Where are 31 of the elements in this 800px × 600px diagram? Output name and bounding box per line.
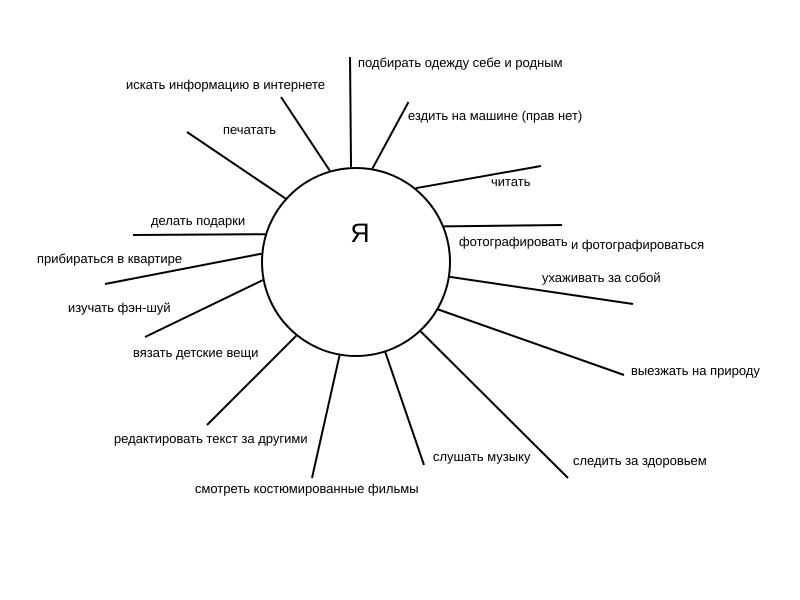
branch-text: фотографировать и фотографироваться (459, 236, 704, 252)
branch-line (280, 96, 331, 172)
branch-line (311, 355, 340, 478)
branch-line (384, 352, 425, 466)
branch-line (444, 224, 562, 228)
branch-text: редактировать текст за другими (114, 436, 307, 446)
branch-text: следить за здоровьем (573, 458, 706, 468)
branch-text: ухаживать за собой (542, 272, 660, 285)
branch-text: выезжать на природу (632, 368, 760, 378)
branch-line (450, 276, 634, 305)
branch-text: искать информацию в интернете (126, 80, 324, 92)
branch-line (144, 279, 264, 338)
branch-text: печатать (224, 127, 276, 134)
branch-line (186, 131, 286, 200)
branch-text: вязать детские вещи (134, 350, 258, 360)
branch-text: подбирать одежду себе и родным (358, 57, 562, 70)
branch-line (133, 233, 266, 236)
branch-text: слушать музыку (433, 454, 530, 464)
branch-text: прибираться в квартире (38, 253, 182, 266)
branch-line (420, 330, 569, 479)
branch-line (206, 335, 297, 426)
branch-line (349, 57, 352, 168)
branch-line (438, 308, 624, 376)
branch-text: изучать фэн-шуй (68, 302, 170, 315)
branch-text: делать подарки (151, 218, 244, 228)
branch-text: ездить на машине (прав нет) (408, 110, 582, 123)
branch-line (372, 102, 410, 169)
branch-text: читать (492, 179, 530, 186)
branch-line (416, 165, 542, 190)
branch-line (104, 252, 262, 285)
branch-text: смотреть костюмированные фильмы (195, 484, 418, 496)
